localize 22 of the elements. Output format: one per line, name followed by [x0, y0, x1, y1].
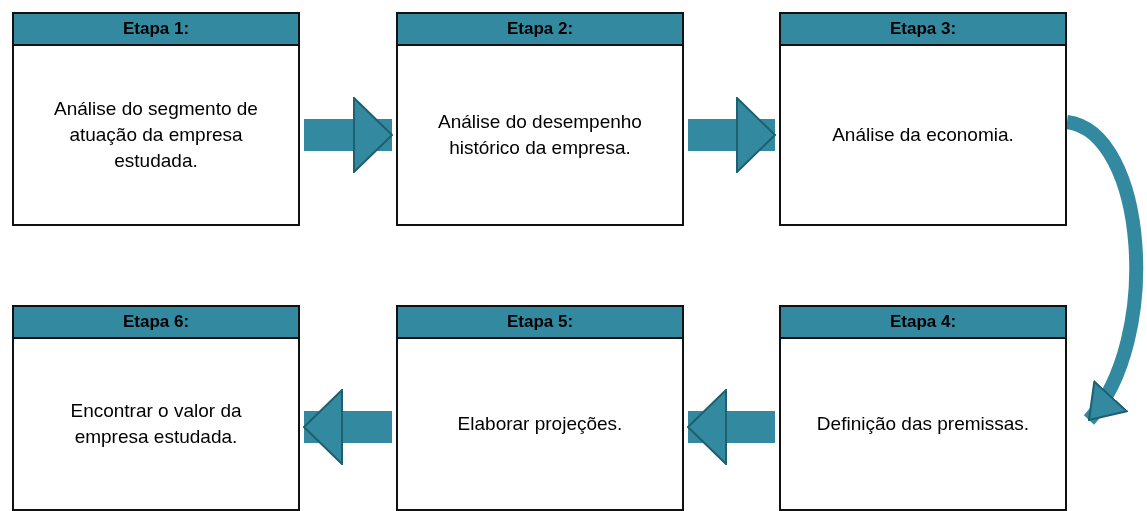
- step-card: [12, 305, 300, 511]
- block-arrow: [304, 97, 393, 173]
- step-description: Elaborar projeções.: [456, 412, 624, 436]
- step-heading: Etapa 4:: [781, 307, 1065, 339]
- step-heading: Etapa 3:: [781, 14, 1065, 46]
- step-heading: Etapa 1:: [14, 14, 298, 46]
- step-card: [779, 305, 1067, 511]
- step-card: [779, 12, 1067, 226]
- step-description: Análise do segmento de atuação da empresa estudada.: [53, 97, 259, 173]
- step-description: Análise da economia.: [831, 123, 1015, 147]
- step-description: Definição das premissas.: [815, 412, 1031, 436]
- step-heading: Etapa 6:: [14, 307, 298, 339]
- block-arrow: [688, 97, 776, 173]
- step-card: [396, 305, 684, 511]
- step-heading: Etapa 5:: [398, 307, 682, 339]
- step-description: Análise do desempenho histórico da empresa.: [437, 110, 643, 160]
- step-heading: Etapa 2:: [398, 14, 682, 46]
- step-card: [12, 12, 300, 226]
- block-arrow: [687, 389, 775, 465]
- block-arrow: [303, 389, 392, 465]
- step-card: [396, 12, 684, 226]
- step-description: Encontrar o valor da empresa estudada.: [69, 399, 243, 449]
